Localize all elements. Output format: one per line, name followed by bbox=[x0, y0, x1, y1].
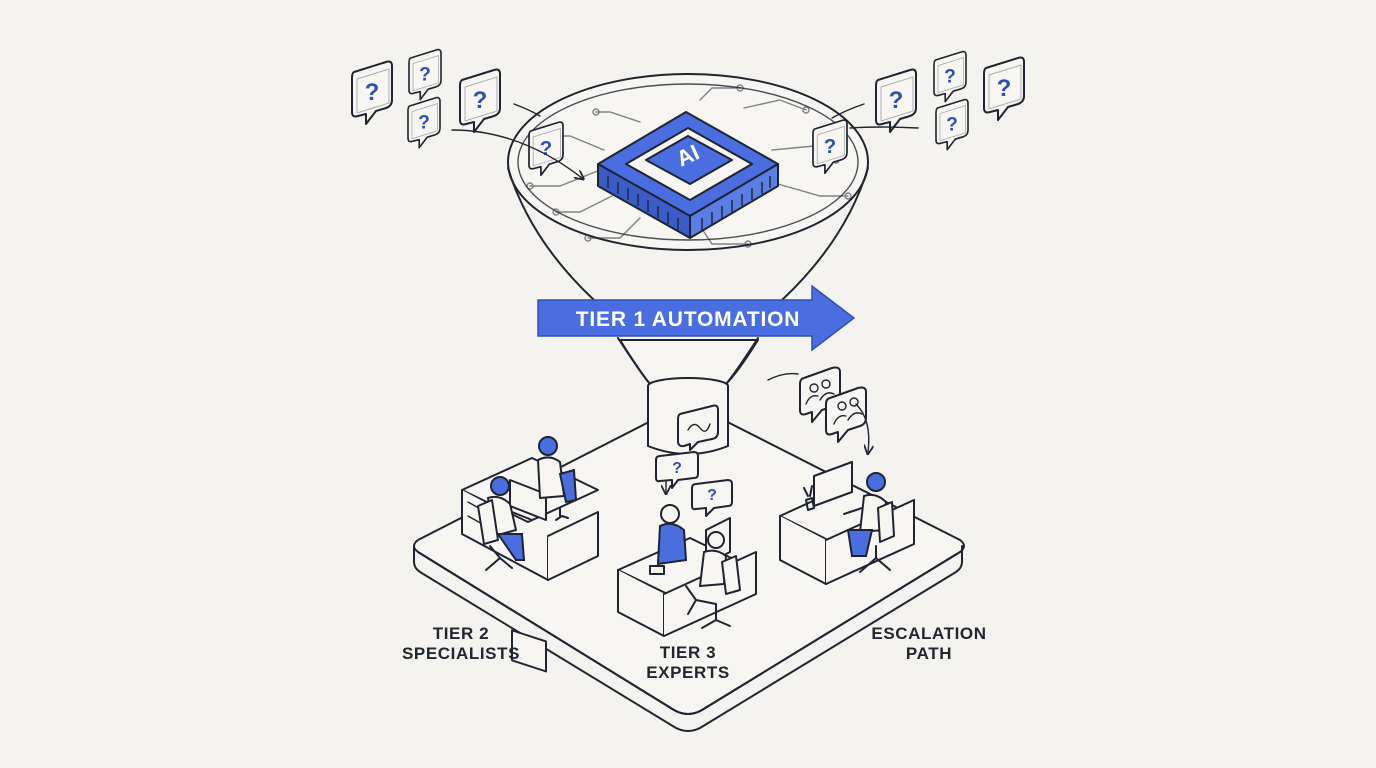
tier2-label-line1: TIER 2 bbox=[432, 624, 490, 643]
tier3-label-line1: TIER 3 bbox=[659, 643, 717, 662]
escalation-label-line1: ESCALATION bbox=[871, 624, 987, 643]
svg-text:?: ? bbox=[889, 87, 904, 114]
chat-bubble-icon bbox=[677, 404, 719, 451]
question-bubble-icon: ? bbox=[351, 60, 393, 125]
question-bubble-icon: ? bbox=[812, 119, 848, 175]
svg-text:?: ? bbox=[997, 75, 1012, 102]
question-bubble-icon: ? bbox=[407, 96, 441, 149]
question-bubble-icon: ? bbox=[935, 98, 969, 151]
svg-text:?: ? bbox=[707, 487, 717, 504]
escalation-arrow bbox=[767, 372, 799, 381]
svg-text:?: ? bbox=[419, 64, 431, 85]
question-bubble-icon: ? bbox=[691, 479, 733, 517]
svg-text:?: ? bbox=[946, 114, 958, 135]
agent-workstation-icon bbox=[461, 436, 599, 673]
svg-text:?: ? bbox=[418, 112, 430, 133]
question-bubble-icon: ? bbox=[528, 121, 564, 177]
question-bubble-icon: ? bbox=[459, 68, 501, 133]
escalation-label: ESCALATION PATH bbox=[864, 624, 994, 664]
circuit-traces bbox=[526, 84, 852, 248]
svg-text:?: ? bbox=[944, 66, 956, 87]
agent-workstation-icon bbox=[779, 461, 915, 585]
tier2-label: TIER 2 SPECIALISTS bbox=[396, 624, 526, 664]
svg-text:?: ? bbox=[672, 460, 682, 477]
question-bubble-icon: ? bbox=[655, 451, 699, 489]
tier2-label-line2: SPECIALISTS bbox=[401, 644, 521, 663]
tier1-automation-label: TIER 1 AUTOMATION bbox=[575, 308, 801, 331]
tier1-automation-arrow bbox=[537, 284, 856, 352]
svg-text:?: ? bbox=[365, 79, 380, 106]
escalation-label-line2: PATH bbox=[905, 644, 953, 663]
agent-workstation-icon bbox=[617, 504, 757, 637]
svg-text:?: ? bbox=[473, 87, 488, 114]
escalation-arrow bbox=[855, 403, 869, 452]
people-bubble-icon bbox=[825, 386, 867, 443]
svg-text:?: ? bbox=[540, 138, 552, 160]
question-bubble-icon: ? bbox=[875, 68, 917, 133]
tier3-label-line2: EXPERTS bbox=[646, 663, 730, 682]
ai-chip-icon bbox=[597, 111, 779, 239]
people-bubble-icon bbox=[799, 366, 841, 423]
svg-text:?: ? bbox=[824, 136, 836, 158]
question-bubble-icon: ? bbox=[933, 50, 967, 103]
question-bubble-icon: ? bbox=[408, 48, 442, 101]
tier3-label: TIER 3 EXPERTS bbox=[628, 643, 748, 683]
question-bubble-icon: ? bbox=[983, 56, 1025, 121]
inflow-arrows bbox=[451, 103, 919, 178]
